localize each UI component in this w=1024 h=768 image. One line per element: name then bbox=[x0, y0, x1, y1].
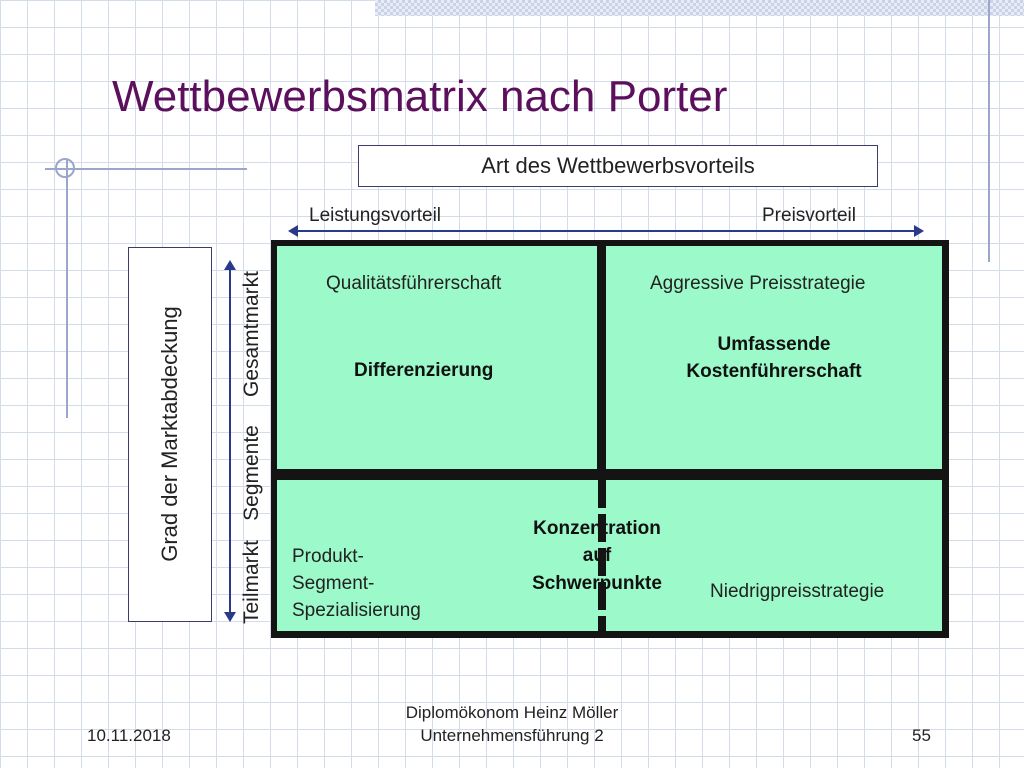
cell-cost-leadership: Aggressive Preisstrategie Umfassende Kos… bbox=[606, 246, 942, 469]
differentiation-text: Differenzierung bbox=[354, 360, 494, 381]
crosshair-icon bbox=[55, 158, 75, 178]
slide-title: Wettbewerbsmatrix nach Porter bbox=[112, 72, 728, 121]
horizontal-double-arrow bbox=[288, 225, 924, 237]
cell-focus: Konzentration auf Schwerpunkte Produkt- … bbox=[277, 480, 942, 631]
decorative-line-left bbox=[66, 160, 68, 418]
on-text: auf bbox=[582, 545, 612, 566]
concentration-text: Konzentration bbox=[533, 518, 661, 539]
focal-points-text: Schwerpunkte bbox=[532, 573, 662, 594]
cell-differentiation: Qualitätsführerschaft Differenzierung bbox=[277, 246, 597, 469]
top-decoration-band bbox=[375, 0, 1024, 16]
footer-course: Unternehmensführung 2 bbox=[420, 726, 604, 745]
price-advantage-label: Preisvorteil bbox=[762, 205, 856, 226]
competitive-advantage-box: Art des Wettbewerbsvorteils bbox=[358, 145, 878, 187]
product-text: Produkt- bbox=[292, 546, 364, 567]
segment-text: Segment- bbox=[292, 573, 375, 594]
cost-leadership-text: Kostenführerschaft bbox=[686, 361, 862, 382]
decorative-line-horizontal bbox=[45, 168, 247, 170]
comprehensive-text: Umfassende bbox=[717, 334, 831, 355]
footer-author: Diplomökonom Heinz Möller bbox=[405, 703, 619, 722]
segments-label: Segmente bbox=[240, 425, 263, 521]
quality-leadership-text: Qualitätsführerschaft bbox=[326, 273, 502, 294]
competitive-advantage-label: Art des Wettbewerbsvorteils bbox=[481, 153, 755, 178]
performance-advantage-label: Leistungsvorteil bbox=[309, 205, 442, 226]
bottom-divider-dashed bbox=[598, 480, 606, 631]
market-coverage-label: Grad der Marktabdeckung bbox=[157, 306, 182, 562]
submarket-label: Teilmarkt bbox=[240, 539, 263, 625]
market-coverage-box bbox=[128, 247, 212, 622]
low-price-strategy-text: Niedrigpreisstrategie bbox=[710, 581, 885, 602]
aggressive-price-strategy-text: Aggressive Preisstrategie bbox=[650, 273, 866, 294]
footer-date: 10.11.2018 bbox=[87, 726, 171, 745]
footer-page-number: 55 bbox=[912, 726, 931, 745]
total-market-label: Gesamtmarkt bbox=[240, 270, 263, 398]
vertical-double-arrow bbox=[224, 260, 236, 622]
decorative-line-right bbox=[988, 0, 990, 262]
specialization-text: Spezialisierung bbox=[292, 600, 421, 621]
